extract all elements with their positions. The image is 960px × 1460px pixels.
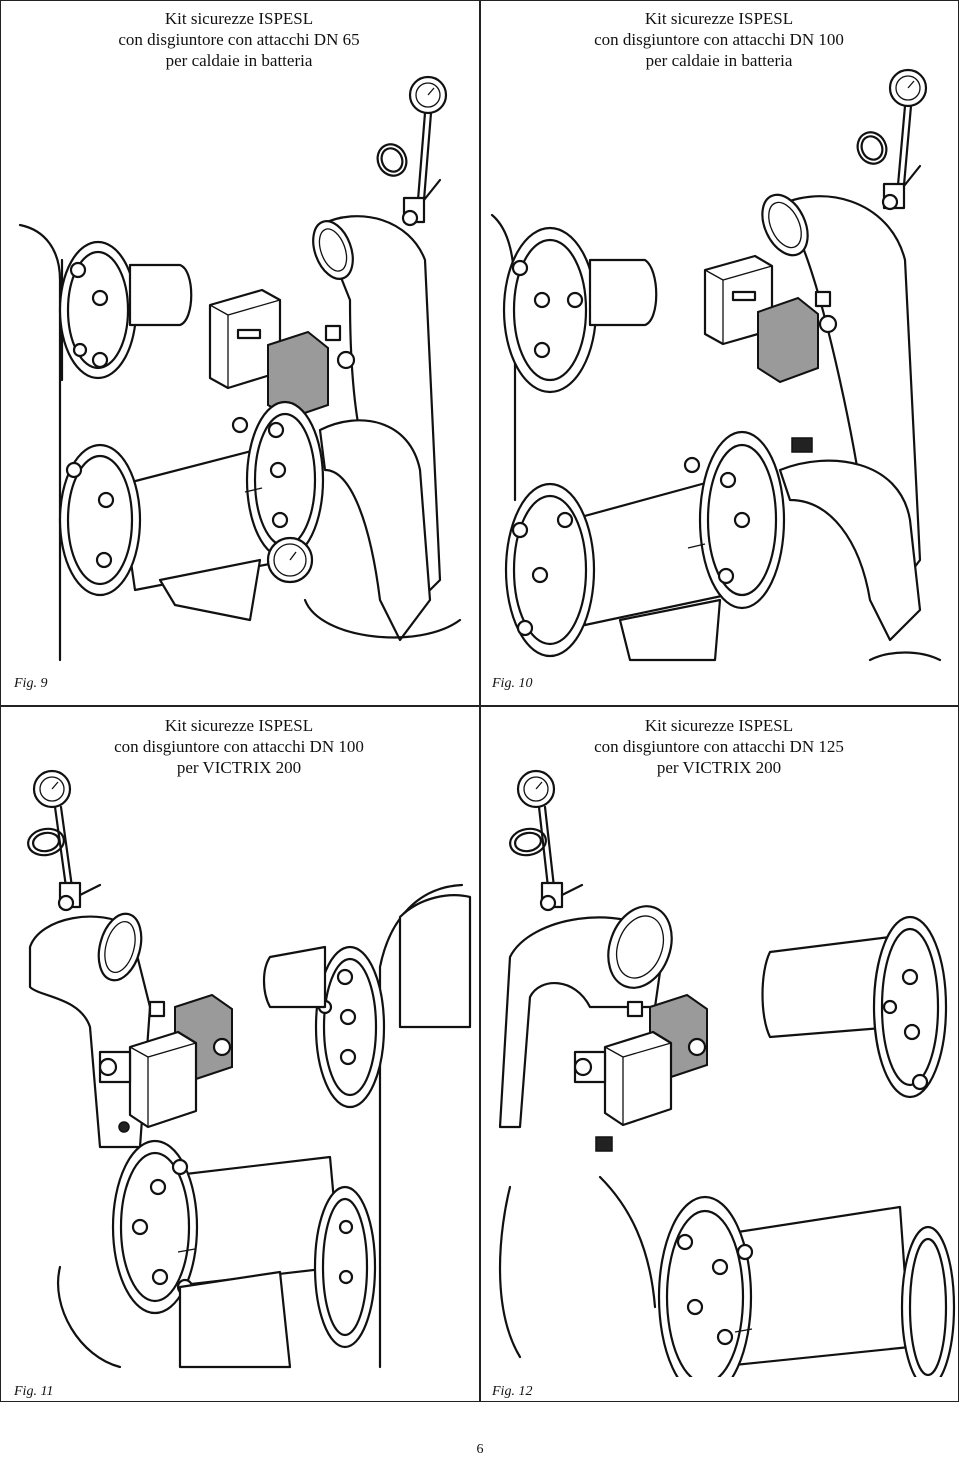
page-number: 6	[476, 1442, 484, 1457]
pressure-switch-box	[98, 1030, 198, 1133]
valve-handle-icon	[57, 881, 102, 912]
pipe-elbow	[498, 905, 673, 1129]
main-pipe	[111, 1139, 377, 1349]
panel-title: Kit sicurezze ISPESL con disgiuntore con…	[0, 8, 478, 71]
title-line: Kit sicurezze ISPESL	[644, 716, 794, 735]
safety-kit-illustration	[27, 769, 472, 1369]
figure-panel-11: Kit sicurezze ISPESL con disgiuntore con…	[0, 707, 478, 1399]
valve-handle-icon	[881, 164, 922, 211]
siphon-loop-icon	[27, 827, 65, 857]
boiler-body	[378, 883, 472, 1369]
lower-elbow	[303, 419, 462, 642]
title-line: con disgiuntore con attacchi DN 100	[114, 737, 364, 756]
safety-kit-illustration	[498, 769, 956, 1377]
title-line: con disgiuntore con attacchi DN 100	[594, 30, 844, 49]
valve-handle-icon	[539, 881, 584, 912]
main-pipe	[504, 430, 786, 662]
title-line: Kit sicurezze ISPESL	[164, 716, 314, 735]
panel-title: Kit sicurezze ISPESL con disgiuntore con…	[0, 715, 478, 778]
panel-title: Kit sicurezze ISPESL con disgiuntore con…	[480, 715, 958, 778]
pressure-gauge-icon	[32, 769, 74, 889]
title-line: con disgiuntore con attacchi DN 125	[594, 737, 844, 756]
siphon-loop-icon	[509, 827, 547, 857]
title-line: per VICTRIX 200	[176, 758, 302, 777]
upper-flange	[262, 945, 386, 1109]
figure-panel-10: Kit sicurezze ISPESL con disgiuntore con…	[480, 0, 958, 691]
title-line: per caldaie in batteria	[645, 51, 793, 70]
title-line: Kit sicurezze ISPESL	[644, 9, 794, 28]
figure-label: Fig. 11	[14, 1384, 54, 1399]
safety-kit-illustration	[490, 68, 942, 662]
pressure-switch-box	[573, 1030, 673, 1152]
boiler-body	[18, 223, 64, 662]
safety-kit-illustration	[18, 75, 462, 662]
figure-label: Fig. 9	[14, 676, 48, 691]
valve-handle-icon	[401, 178, 442, 227]
lower-elbow	[498, 1175, 657, 1359]
vertical-divider	[479, 0, 481, 1402]
thermometer-icon	[266, 536, 314, 584]
panel-title: Kit sicurezze ISPESL con disgiuntore con…	[480, 8, 958, 71]
blocking-valve	[757, 290, 838, 453]
upper-flange	[502, 226, 658, 394]
pressure-gauge-icon	[408, 75, 448, 202]
figure-panel-9: Kit sicurezze ISPESL con disgiuntore con…	[0, 0, 478, 691]
blocking-valve	[267, 324, 356, 420]
horizontal-divider	[0, 705, 958, 707]
upper-flange	[58, 240, 193, 380]
title-line: per VICTRIX 200	[656, 758, 782, 777]
figure-label: Fig. 10	[492, 676, 533, 691]
main-pipe	[58, 400, 325, 622]
lower-elbow	[778, 459, 942, 662]
main-pipe	[657, 1195, 956, 1377]
title-line: per caldaie in batteria	[165, 51, 313, 70]
pressure-gauge-icon	[888, 68, 928, 187]
siphon-loop-icon	[376, 143, 408, 177]
upper-flange	[761, 915, 948, 1099]
siphon-loop-icon	[856, 131, 888, 165]
title-line: con disgiuntore con attacchi DN 65	[118, 30, 360, 49]
figure-label: Fig. 12	[492, 1384, 533, 1399]
title-line: Kit sicurezze ISPESL	[164, 9, 314, 28]
lower-elbow	[57, 1265, 292, 1369]
figure-panel-12: Kit sicurezze ISPESL con disgiuntore con…	[480, 707, 958, 1399]
